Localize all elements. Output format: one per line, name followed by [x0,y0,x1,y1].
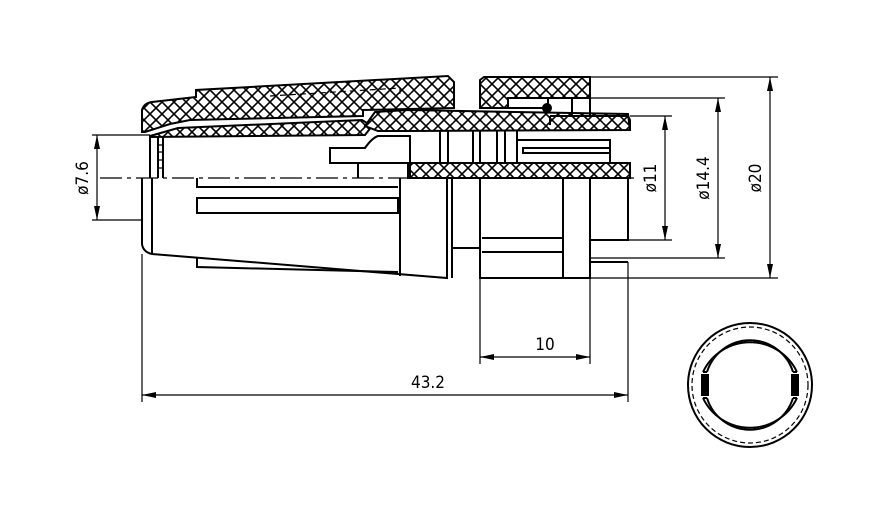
outer-rim [687,322,813,448]
socket-contact [517,139,611,163]
dimension-label: ø20 [746,164,766,193]
extension-lines [590,97,725,259]
hidden-line [269,87,401,97]
dimension-cable-diameter: ø7.6 [73,134,150,221]
coupling-nut [479,177,591,279]
dimension-mid-diameter: ø14.4 [590,97,725,259]
middle-ring [702,341,798,429]
grip-rib-bottom [196,258,399,273]
inner-sleeve-section [149,118,374,139]
outer-sleeve [141,178,448,280]
dimension-label: ø11 [641,164,661,193]
insulator-divisions [409,131,518,178]
body-section-bottom [407,162,631,179]
section-upper-half [141,74,632,179]
right-key [791,374,799,396]
exterior-lower-half [141,177,629,280]
dimension-overall-length: 43.2 [141,254,629,402]
inner-ring [706,339,794,431]
nut-inner-lines [571,77,591,116]
extension-lines [479,278,591,364]
contact-pin [329,135,411,164]
key-notches [703,371,797,399]
dimension-outer-diameter: ø20 [590,76,778,279]
extension-lines [141,254,629,402]
coupling-nut-details [482,178,564,278]
cable-entry-ticks [158,144,163,169]
grip-rib-top [196,178,398,188]
dimension-label: 43.2 [411,373,445,393]
extension-lines [590,76,778,279]
coupling-nut-section [479,76,591,109]
dimension-label: 10 [535,335,554,355]
dimension-nut-length: 10 [479,278,591,364]
grip-slot [196,197,399,214]
dimension-inner-diameter: ø11 [628,115,672,241]
dimension-label: ø14.4 [694,156,714,199]
seal-ring-groove [507,97,549,109]
outer-sleeve-section [141,74,455,133]
cable-entry-lines [149,136,164,178]
extension-lines [92,134,150,221]
sleeve-edges [151,178,453,278]
body-front [589,178,629,278]
end-view [687,322,813,448]
knurl-ring [691,326,809,444]
left-key [701,374,709,396]
o-ring [542,103,552,113]
dimension-label: ø7.6 [73,161,93,195]
